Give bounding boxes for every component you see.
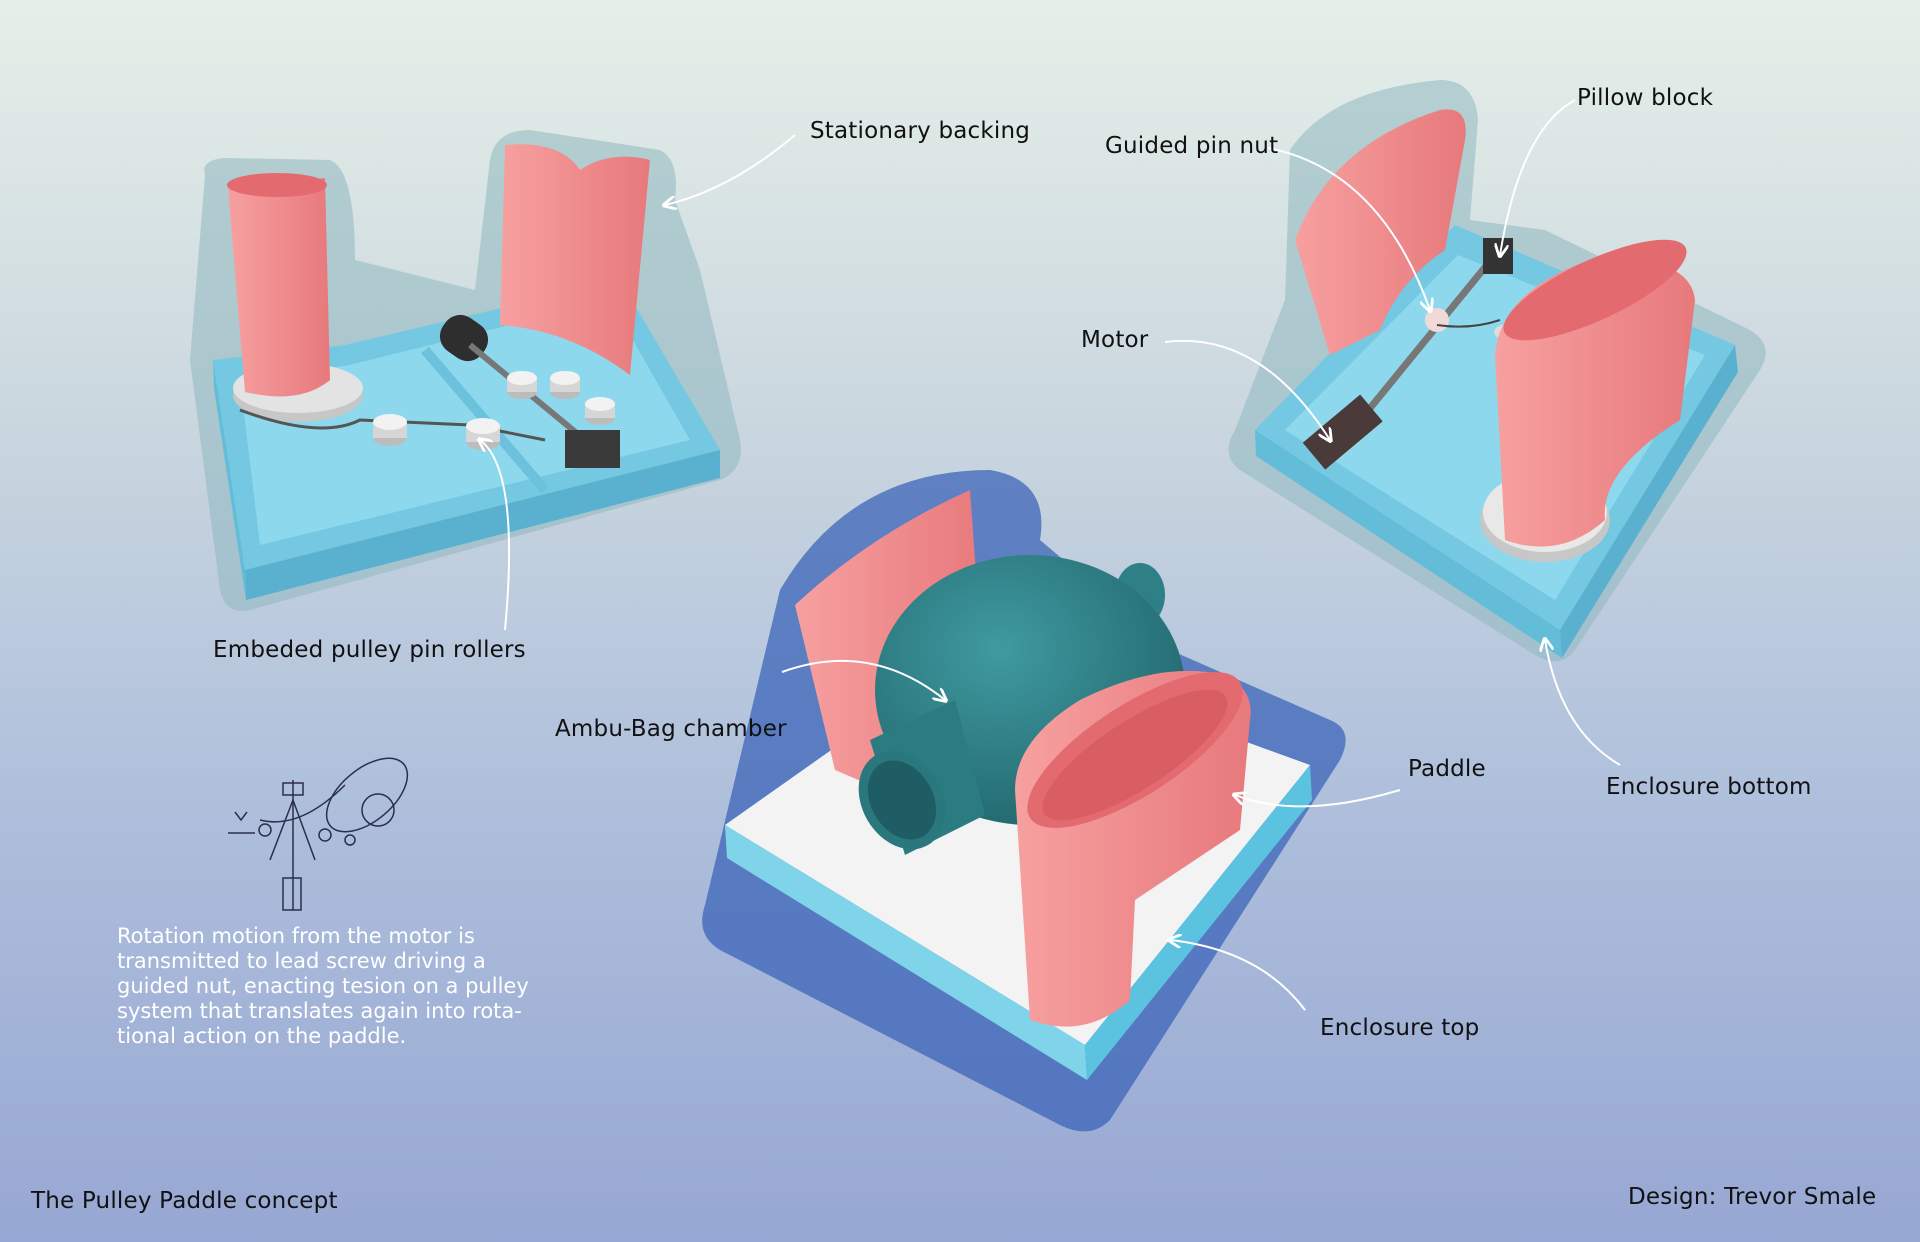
right-guided-pin-nut (1425, 308, 1449, 332)
right-pillow-block (1483, 238, 1513, 274)
label-enclosure-bottom: Enclosure bottom (1606, 774, 1812, 800)
right-motor (1302, 394, 1383, 470)
left-pin-rollers (373, 371, 615, 450)
right-stationary-backing (1295, 109, 1466, 355)
label-motor: Motor (1081, 327, 1149, 353)
left-pillow-block (565, 430, 620, 468)
description-text: Rotation motion from the motor is transm… (117, 924, 529, 1048)
right-assembly (1228, 80, 1766, 662)
center-assembly (702, 470, 1346, 1132)
left-belt (239, 408, 546, 442)
label-enclosure-top: Enclosure top (1320, 1015, 1480, 1041)
left-stationary-backing (500, 144, 650, 375)
footer-credit: Design: Trevor Smale (1628, 1184, 1877, 1210)
annotation-arrows (480, 99, 1621, 1011)
label-stationary-backing: Stationary backing (810, 118, 1031, 144)
label-paddle: Paddle (1408, 756, 1486, 782)
label-guided-pin-nut: Guided pin nut (1105, 133, 1279, 159)
label-ambu-bag-chamber: Ambu-Bag chamber (555, 716, 787, 742)
label-pillow-block: Pillow block (1577, 85, 1714, 111)
left-paddle (228, 178, 330, 397)
footer-title: The Pulley Paddle concept (31, 1188, 338, 1214)
concept-sketch (228, 757, 409, 911)
label-embedded-pulley-pin-rollers: Embeded pulley pin rollers (213, 637, 526, 663)
left-assembly (190, 130, 741, 611)
